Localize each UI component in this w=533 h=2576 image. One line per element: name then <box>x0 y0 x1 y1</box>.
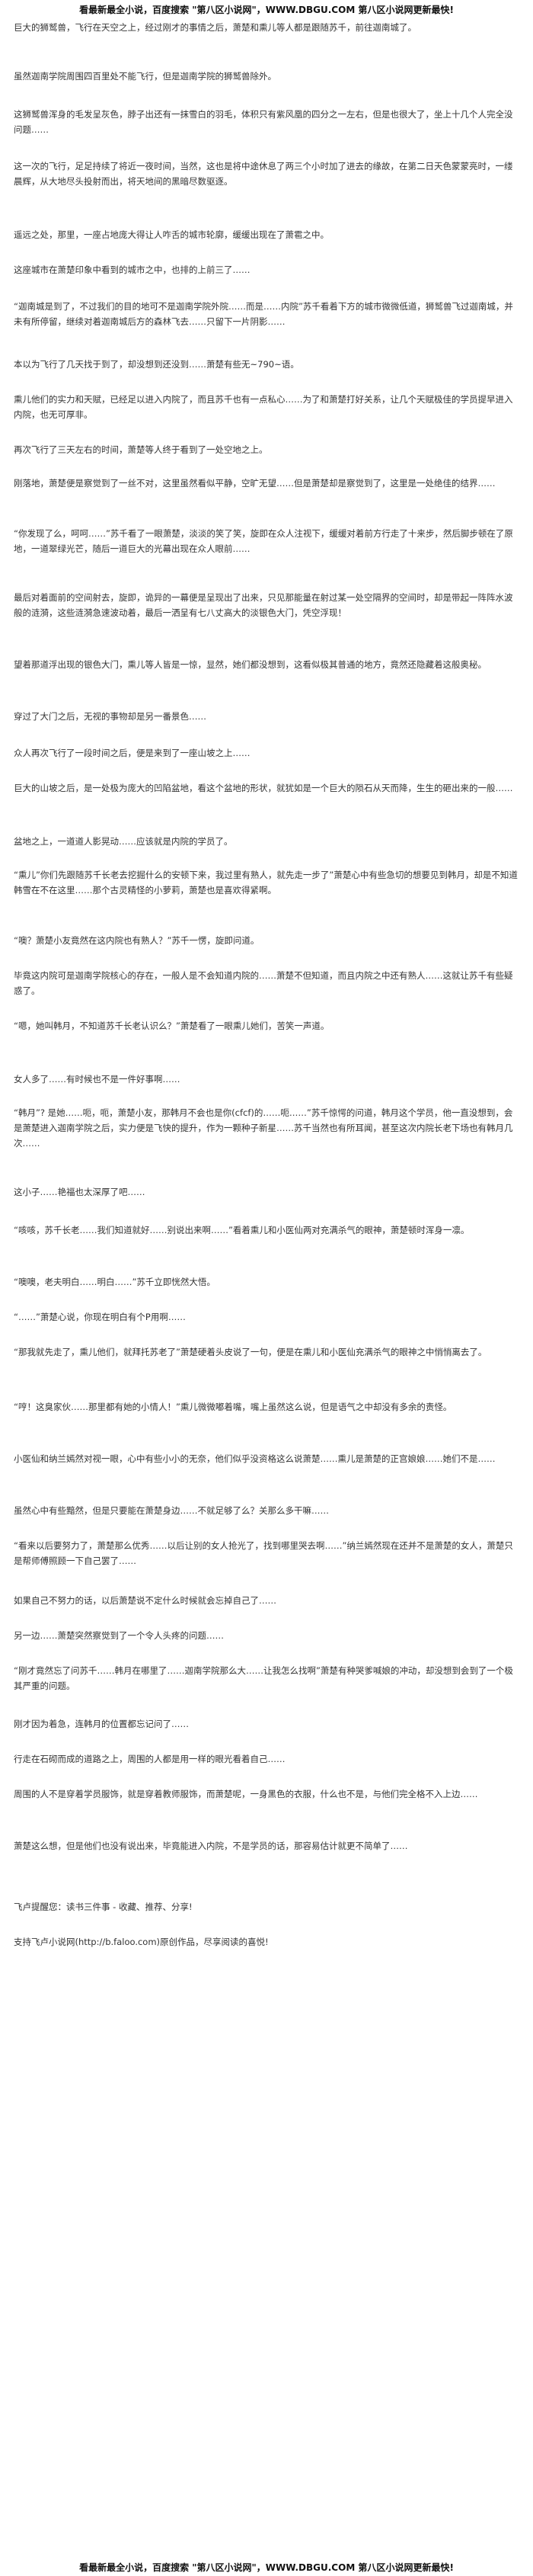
paragraph: 刚才因为着急，连韩月的位置都忘记问了…… <box>14 1719 189 1729</box>
paragraph: “那我就先走了，熏儿他们，就拜托苏老了”萧楚硬着头皮说了一句，便是在熏儿和小医仙… <box>14 1347 487 1357</box>
paragraph: 这小子……艳福也太深厚了吧…… <box>14 1187 145 1197</box>
paragraph: 这座城市在萧楚印象中看到的城市之中，也排的上前三了…… <box>14 264 251 275</box>
footer-banner: 看最新最全小说，百度搜索 "第八区小说网"，WWW.DBGU.COM 第八区小说… <box>79 2562 454 2573</box>
paragraph: 行走在石砌而成的道路之上，周围的人都是用一样的眼光看着自己…… <box>14 1754 286 1764</box>
paragraph: 虽然迦南学院周围四百里处不能飞行，但是迦南学院的狮鹫兽除外。 <box>14 71 276 82</box>
paragraph: 望着那道浮出现的银色大门，熏儿等人皆是一惊，显然，她们都没想到，这看似极其普通的… <box>14 659 487 670</box>
paragraph: 周围的人不是穿着学员服饰，就是穿着教师服饰，而萧楚呢，一身黑色的衣服，什么也不是… <box>14 1789 478 1799</box>
paragraph: 熏儿他们的实力和天赋，已经足以进入内院了，而且苏千也有一点私心……为了和萧楚打好… <box>14 394 513 420</box>
header-banner: 看最新最全小说，百度搜索 "第八区小说网"，WWW.DBGU.COM 第八区小说… <box>79 5 454 15</box>
paragraph: 再次飞行了三天左右的时间，萧楚等人终于看到了一处空地之上。 <box>14 444 268 455</box>
paragraph: “哼！这臭家伙……那里都有她的小情人！”熏儿微微嘟着嘴，嘴上虽然这么说，但是语气… <box>14 1402 452 1412</box>
paragraph: 刚落地，萧楚便是察觉到了一丝不对，这里虽然看似平静，空旷无望……但是萧楚却是察觉… <box>14 478 496 489</box>
paragraph: 毕竟这内院可是迦南学院核心的存在，一般人是不会知道内院的……萧楚不但知道，而且内… <box>14 970 513 996</box>
paragraph: 穿过了大门之后，无视的事物却是另一番景色…… <box>14 711 206 722</box>
paragraph: 女人多了……有时候也不是一件好事啊…… <box>14 1074 180 1085</box>
paragraph: 另一边……萧楚突然察觉到了一个令人头疼的问题…… <box>14 1630 224 1641</box>
paragraph: “噢？萧楚小友竟然在这内院也有熟人？”苏千一愣，旋即问道。 <box>14 935 260 946</box>
paragraph: 本以为飞行了几天找于到了，却没想到还没到……萧楚有些无~790~语。 <box>14 359 299 370</box>
paragraph: 这一次的飞行，足足持续了将近一夜时间，当然，这也是将中途休息了两三个小时加了进去… <box>14 161 513 187</box>
paragraph: “迦南城是到了，不过我们的目的地可不是迦南学院外院……而是……内院”苏千看着下方… <box>14 301 513 327</box>
paragraph: “看来以后要努力了，萧楚那么优秀……以后让别的女人抢光了，找到哪里哭去啊……”纳… <box>14 1540 513 1566</box>
paragraph: 虽然心中有些黯然，但是只要能在萧楚身边……不就足够了么？关那么多干嘛…… <box>14 1505 329 1516</box>
paragraph: 众人再次飞行了一段时间之后，便是来到了一座山坡之上…… <box>14 748 251 758</box>
paragraph: 巨大的狮鹫兽，飞行在天空之上，经过刚才的事情之后，萧楚和熏儿等人都是跟随苏千，前… <box>14 22 417 33</box>
paragraph: 遥远之处，那里，一座占地庞大得让人咋舌的城市轮廓，缓缓出现在了萧雹之中。 <box>14 229 329 240</box>
paragraph: “刚才竟然忘了问苏千……韩月在哪里了……迦南学院那么大……让我怎么找啊”萧楚有种… <box>14 1665 513 1691</box>
paragraph: “嗯，她叫韩月，不知道苏千长老认识么？”萧楚看了一眼熏儿她们，苦笑一声道。 <box>14 1020 330 1031</box>
support-link[interactable]: 支持飞卢小说网(http://b.faloo.com)原创作品，尽享阅读的喜悦! <box>14 1937 269 1947</box>
paragraph: 如果自己不努力的话，以后萧楚说不定什么时候就会忘掉自己了…… <box>14 1595 276 1606</box>
paragraph: 小医仙和纳兰嫣然对视一眼，心中有些小小的无奈，他们似乎没资格这么说萧楚……熏儿是… <box>14 1453 496 1464</box>
paragraph: “熏儿”你们先跟随苏千长老去挖掘什么的安顿下来，我过里有熟人，就先走一步了”萧楚… <box>14 870 518 896</box>
paragraph: “咳咳，苏千长老……我们知道就好……别说出来啊……”看着熏儿和小医仙两对充满杀气… <box>14 1225 470 1235</box>
paragraph: 萧楚这么想，但是他们也没有说出来，毕竟能进入内院，不是学员的话，那容易估计就更不… <box>14 1841 408 1851</box>
paragraph: “韩月”? 是她……呃，呃，萧楚小友，那韩月不会也是你(cfcf)的……呃……”… <box>14 1107 513 1149</box>
paragraph: “你发现了么，呵呵……”苏千看了一眼萧楚，淡淡的笑了笑，旋即在众人注视下，缓缓对… <box>14 528 513 554</box>
paragraph: 最后对着面前的空间射去，旋即，诡异的一幕便是呈现出了出来，只见那能量在射过某一处… <box>14 592 513 618</box>
paragraph: “噢噢，老夫明白……明白……”苏千立即恍然大悟。 <box>14 1277 215 1287</box>
paragraph: 巨大的山坡之后，是一处极为庞大的凹陷盆地，看这个盆地的形状，就犹如是一个巨大的陨… <box>14 783 513 793</box>
paragraph: 盆地之上，一道道人影晃动……应该就是内院的学员了。 <box>14 836 233 847</box>
reader-prompt: 飞卢提醒您：读书三件事 - 收藏、推荐、分享! <box>14 1902 193 1912</box>
paragraph: “……”萧楚心说，你现在明白有个P用啊…… <box>14 1312 186 1322</box>
paragraph: 这狮鹫兽浑身的毛发呈灰色，脖子出还有一抹雪白的羽毛，体积只有紫风凰的四分之一左右… <box>14 109 513 135</box>
